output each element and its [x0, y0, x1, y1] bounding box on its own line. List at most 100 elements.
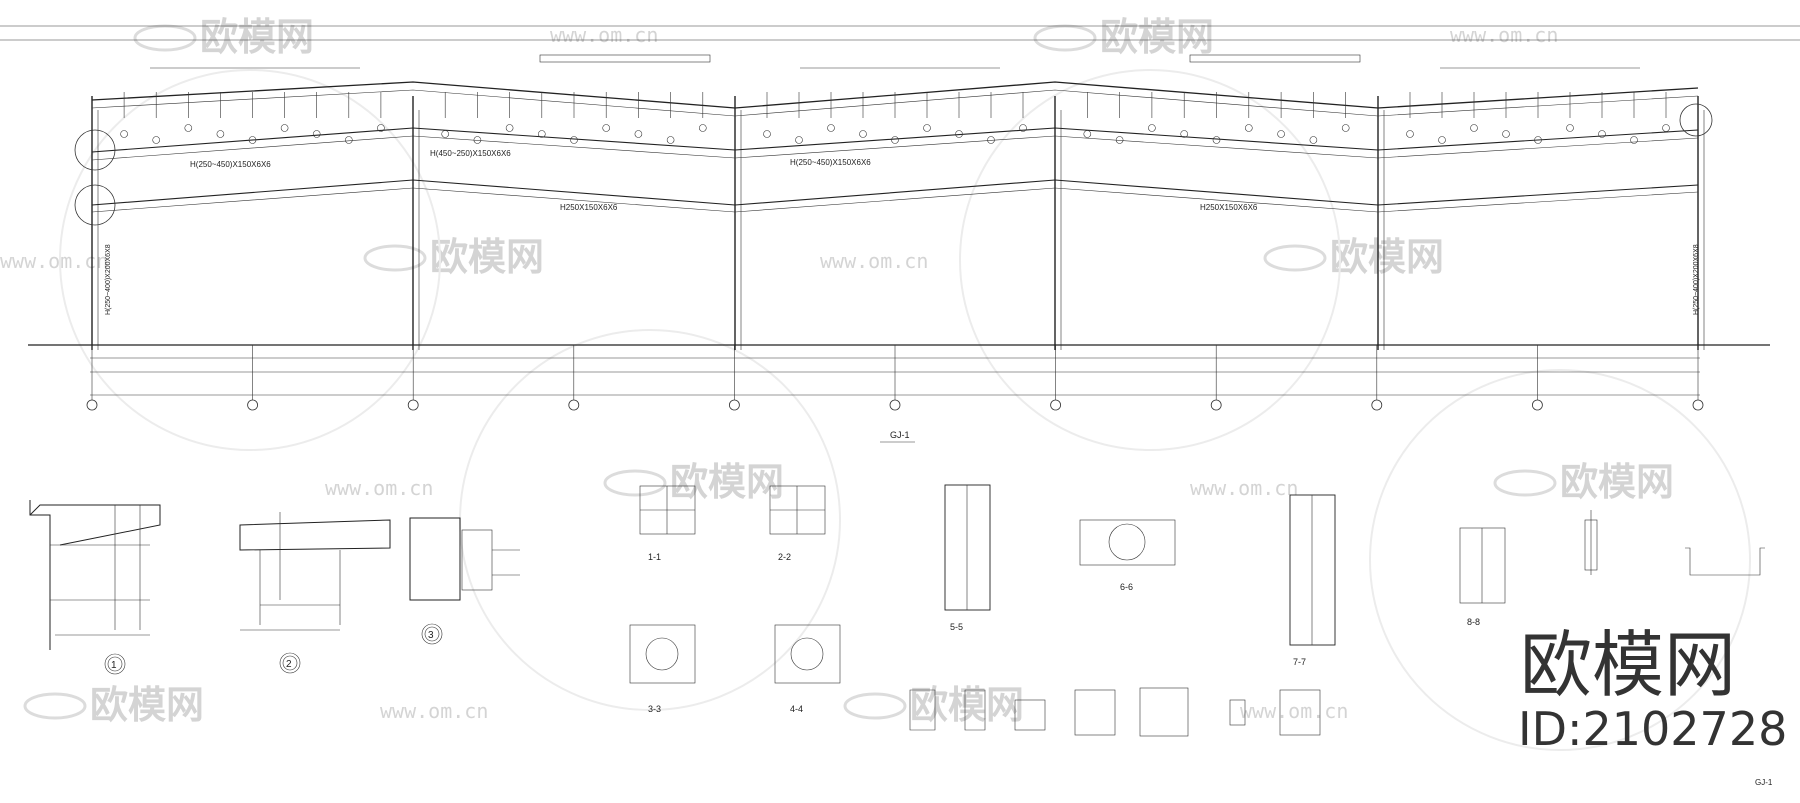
purlin-mark [1662, 124, 1670, 132]
purlin-mark [1534, 136, 1542, 144]
watermark-arc [1369, 369, 1751, 751]
watermark-emblem [1493, 469, 1557, 497]
member-label: H(250~450)X150X6X6 [190, 160, 271, 169]
node-callout [74, 129, 116, 171]
drawing-title: GJ-1 [890, 430, 910, 440]
watermark-brand: 欧模网 [1100, 15, 1214, 59]
node-callout [1679, 103, 1713, 137]
purlin-mark [1148, 124, 1156, 132]
purlin-mark [344, 136, 353, 144]
axis-bubble [889, 399, 901, 411]
axis-bubble [1532, 399, 1543, 411]
section-label: 8-8 [1467, 617, 1480, 627]
stiffener-details [1584, 510, 1765, 576]
purlin-support-details [909, 687, 1321, 737]
node-number: 2 [286, 659, 292, 670]
axis-bubble [1371, 399, 1383, 411]
section-label: 4-4 [790, 704, 803, 714]
watermark-url: www.om.cn [1240, 699, 1348, 723]
section-4-4: 4-4 [774, 624, 841, 714]
node-number: 3 [428, 630, 434, 641]
frame-columns [91, 96, 1705, 350]
purlin-mark [1212, 136, 1221, 144]
rafter-upper-beam-inner [91, 135, 1699, 161]
column-label: H(250~400)X200X6X8 [105, 244, 112, 315]
purlin-mark [1083, 130, 1092, 138]
watermark-brand: 欧模网 [430, 235, 544, 279]
section-label: 1-1 [648, 552, 661, 562]
section-2-2: 2-2 [769, 485, 826, 562]
watermark-emblem [843, 692, 907, 720]
watermark-logo: 欧模网 ID:2102728 [1518, 623, 1787, 756]
purlin-mark [698, 124, 707, 132]
section-7-7: 7-7 [1289, 494, 1336, 667]
member-label: H(250~450)X150X6X6 [790, 158, 871, 167]
axis-bubble [1692, 399, 1704, 411]
purlin-mark [441, 130, 450, 138]
purlin-mark [152, 136, 160, 144]
watermark-brand: 欧模网 [1560, 460, 1674, 504]
watermark-url: www.om.cn [380, 699, 488, 723]
purlin-mark [120, 130, 128, 138]
purlin-mark [763, 130, 771, 138]
section-8-8: 8-8 [1459, 527, 1506, 627]
purlin-mark [570, 136, 578, 144]
logo-id: ID:2102728 [1518, 702, 1787, 756]
purlin-mark [1406, 130, 1414, 138]
watermark-url: www.om.cn [1190, 476, 1298, 500]
watermark-url: www.om.cn [325, 476, 433, 500]
purlin-mark [312, 130, 321, 138]
purlin-mark [1115, 136, 1124, 144]
watermark-arc [959, 69, 1341, 451]
purlin-mark [795, 136, 803, 144]
purlin-mark [891, 136, 899, 144]
watermark-arc [59, 69, 441, 451]
watermark-emblem [363, 244, 427, 272]
purlin-mark [1598, 130, 1606, 138]
node-detail-3: 3 [409, 517, 520, 645]
section-label: 5-5 [950, 622, 963, 632]
portal-frame-elevation: H(250~450)X150X6X6 H(450~250)X150X6X6 H2… [0, 25, 1800, 443]
watermark-emblem [133, 24, 197, 52]
purlin-mark [923, 124, 931, 132]
section-label: 3-3 [648, 704, 661, 714]
watermark-emblem [23, 692, 87, 720]
purlin-mark [666, 136, 675, 144]
purlin-mark [1341, 124, 1350, 132]
logo-brand: 欧模网 [1520, 623, 1736, 707]
node-number: 1 [111, 660, 117, 671]
purlin-mark [1438, 136, 1446, 144]
member-label: H250X150X6X6 [1200, 203, 1258, 212]
axis-bubble [729, 399, 740, 411]
purlin-mark [602, 124, 611, 132]
purlin-mark [473, 136, 482, 144]
axis-bubble [568, 399, 580, 411]
member-label: H250X150X6X6 [560, 203, 618, 212]
purlin-mark [1019, 124, 1027, 132]
watermark-url: www.om.cn [820, 249, 928, 273]
purlin-mark [1630, 136, 1638, 144]
purlin-mark [1180, 130, 1188, 138]
section-label: 6-6 [1120, 582, 1133, 592]
purlin-mark [1309, 136, 1318, 144]
rafter-upper-beam [91, 127, 1699, 153]
watermark-brand: 欧模网 [200, 15, 314, 59]
section-6-6: 6-6 [1079, 519, 1176, 592]
axis-bubble [407, 399, 419, 411]
purlin-mark [827, 124, 835, 132]
section-5-5: 5-5 [944, 484, 991, 632]
node-detail-2: 2 [239, 512, 391, 674]
axis-bubble [247, 399, 259, 411]
watermark-brand: 欧模网 [670, 460, 784, 504]
node-callout [74, 184, 116, 226]
watermark-url: www.om.cn [1450, 23, 1558, 47]
purlin-mark [280, 124, 289, 132]
watermark-url: www.om.cn [0, 249, 108, 273]
node-detail-1: 1 [29, 500, 161, 675]
purlin-mark [248, 136, 257, 144]
purlin-mark [955, 130, 963, 138]
watermark-arc [459, 329, 841, 711]
rafter-lower-beam-inner [91, 187, 1699, 213]
purlin-mark [987, 136, 995, 144]
